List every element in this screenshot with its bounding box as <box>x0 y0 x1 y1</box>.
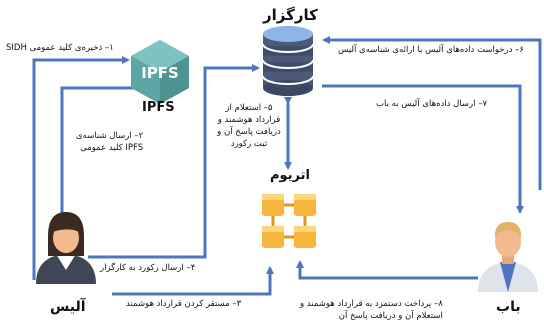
edge-label-1: ۱– ذخیره‌ی کلید عمومی SIDH <box>6 43 114 53</box>
ipfs-node-label: IPFS <box>142 100 175 115</box>
edge-label-8-line1: ۸– پرداخت دستمزد به قرارداد هوشمند و <box>300 299 443 309</box>
arrow-8-bob-ethereum <box>296 260 478 280</box>
ethereum-node-label: اتریوم <box>270 168 310 183</box>
arrow-6-bob-to-employer <box>322 36 542 190</box>
edge-label-2: ۲– ارسال شناسه‌ی IPFS کلید عمومی <box>76 130 143 154</box>
arrow-4-alice-to-employer <box>88 64 260 259</box>
ipfs-logo-icon: IPFS <box>131 40 189 104</box>
arrow-2-ipfs-to-alice <box>58 86 142 232</box>
edge-label-4: ۴– ارسال رکورد به کارگزار <box>100 263 196 273</box>
ipfs-logo-text: IPFS <box>141 64 179 82</box>
bob-node-label: باب <box>496 299 521 315</box>
alice-node-label: آلیس <box>50 299 86 315</box>
edge-label-6: ۶– درخواست داده‌های آلیس با ارائه‌ی شناس… <box>338 45 524 55</box>
edge-label-3: ۳– مستقر کردن قرارداد هوشمند <box>126 299 242 309</box>
edge-label-2-line2: IPFS کلید عمومی <box>80 143 144 153</box>
employer-node-label: کارگزار <box>263 6 318 24</box>
edge-label-7: ۷– ارسال داده‌های آلیس به باب <box>376 99 488 109</box>
edge-label-2-line1: ۲– ارسال شناسه‌ی <box>76 131 144 141</box>
bob-avatar-icon <box>478 222 538 292</box>
edge-label-8: ۸– پرداخت دستمزد به قرارداد هوشمند و است… <box>300 298 443 322</box>
alice-avatar-icon <box>36 212 96 284</box>
edge-label-5: ۵– استعلام از قرارداد هوشمند و دریافت پا… <box>217 103 281 149</box>
arrow-1-alice-to-ipfs <box>32 56 130 280</box>
edge-label-8-line2: استعلام آن و دریافت پاسخ آن <box>338 311 443 321</box>
arrow-7-employer-to-bob <box>322 84 524 214</box>
arrow-3-alice-to-ethereum <box>112 266 274 296</box>
blockchain-icon <box>262 194 316 248</box>
database-icon <box>262 26 314 96</box>
